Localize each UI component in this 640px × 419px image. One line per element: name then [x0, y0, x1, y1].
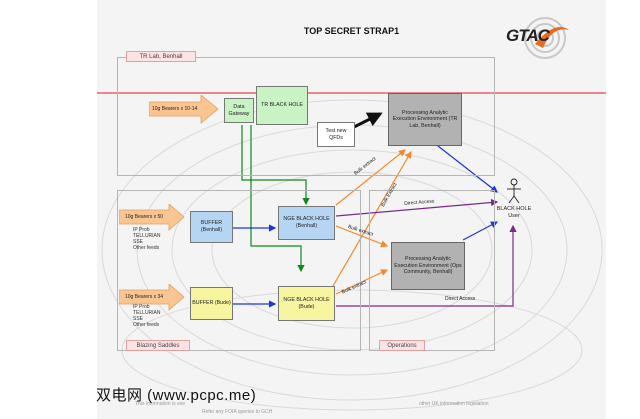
feeds-list-bude: IP Prob TELLURIAN SSE Other feeds [133, 304, 161, 328]
bulk-extract-arrow-1 [335, 149, 406, 206]
bude-bearers-label: 10g Bearers x 34 [125, 294, 164, 300]
gtac-logo: GTAC [506, 26, 550, 45]
feed-item: TELLURIAN [133, 233, 161, 239]
feed-item: Other feeds [133, 322, 160, 328]
black-hole-user-label: BLACK HOLE User [496, 206, 532, 219]
direct-access-label-2: Direct Access [445, 296, 476, 302]
bulk-extract-arrow-4 [335, 269, 389, 295]
pae-tr-to-user-arrow [437, 145, 498, 193]
blazing-saddles-label: Blazing Saddles [126, 340, 190, 351]
direct-access-arrow-2 [336, 224, 517, 307]
footer-line-1: This information is exe [135, 401, 186, 407]
feed-item: IP Prob [133, 304, 150, 310]
feed-item: Other feeds [133, 245, 160, 251]
bulk-extract-arrow-3 [335, 225, 389, 248]
watermark-text: 双电网 (www.pcpc.me) [96, 387, 257, 404]
tr-bearers-label: 10g Bearers x 10-14 [152, 106, 198, 112]
buffer-benhall-box: BUFFER (Benhall) [190, 211, 233, 243]
operations-label: Operations [379, 340, 425, 351]
feed-item: SSE [133, 239, 144, 245]
data-gateway-box: Data Gateway [224, 98, 254, 123]
feeds-list-benhall: IP Prob TELLURIAN SSE Other feeds [133, 227, 161, 251]
bulk-extract-arrow-2 [332, 150, 412, 287]
tr-black-hole-box: TR BLACK HOLE [256, 86, 308, 125]
nge-black-hole-benhall-box: NGE BLACK HOLE (Benhall) [278, 206, 335, 240]
tr-lab-label: TR Lab, Benhall [126, 51, 196, 62]
pae-ops-box: Processing Analytic Execution Environmen… [391, 242, 465, 290]
logo-swirl-icon [524, 17, 566, 59]
benhall-bearers-label: 10g Bearers x 50 [125, 214, 164, 220]
tr-bearers-arrow-shape [149, 95, 219, 124]
page-title: TOP SECRET STRAP1 [303, 26, 400, 36]
test-qfds-box: Test new QFDs [317, 122, 355, 147]
pae-tr-lab-box: Processing Analytic Execution Environmen… [388, 93, 462, 146]
stick-figure-icon [507, 178, 521, 204]
buffer-bude-box: BUFFER (Bude) [190, 287, 233, 320]
feed-item: SSE [133, 316, 144, 322]
gateway-to-nge-bude-arrow [250, 125, 305, 273]
nge-black-hole-bude-box: NGE BLACK HOLE (Bude) [278, 286, 335, 321]
test-qfds-arrow [351, 112, 383, 130]
benhall-bearers-arrow-shape [119, 204, 185, 231]
bude-bearers-arrow-shape [119, 284, 185, 311]
pae-ops-to-user-arrow [462, 221, 499, 241]
logo-flame-icon [535, 27, 569, 48]
direct-access-arrow-1 [335, 198, 499, 217]
gateway-to-nge-benhall-arrow [241, 125, 310, 206]
operations-section [369, 190, 495, 351]
tr-lab-section [117, 57, 495, 176]
slide: TOP SECRET STRAP1 GTAC TR Lab, Benhall B… [97, 0, 606, 419]
blazing-saddles-section [117, 190, 361, 351]
footer-line-2: Refer any FOIA queries to GCH [202, 409, 273, 415]
feed-item: TELLURIAN [133, 310, 161, 316]
feed-item: IP Prob [133, 227, 150, 233]
footer-line-1-right: other UK information legislation [419, 401, 489, 407]
